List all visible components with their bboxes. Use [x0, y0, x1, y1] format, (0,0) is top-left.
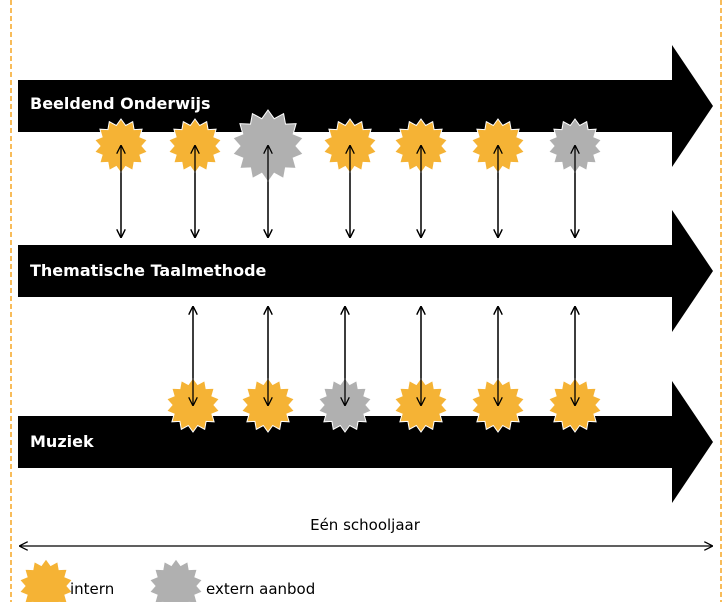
lane-arrow [18, 381, 713, 503]
lane-label: Muziek [30, 432, 94, 451]
legend-intern-label: intern [70, 580, 114, 598]
lane-label: Thematische Taalmethode [30, 261, 267, 280]
starburst-icon [18, 558, 74, 602]
intern-starburst-icon [18, 558, 74, 602]
lane-muziek: Muziek [18, 381, 713, 503]
lane-beeldend: Beeldend Onderwijs [18, 45, 713, 167]
lane-label: Beeldend Onderwijs [30, 94, 211, 113]
legend: intern extern aanbod [18, 558, 315, 602]
lane-arrow [18, 210, 713, 332]
extern-starburst-icon [148, 558, 204, 602]
timeline-label: Eén schooljaar [310, 516, 421, 534]
lane-taalmethode: Thematische Taalmethode [18, 210, 713, 332]
activity-markers [93, 109, 603, 433]
starburst-icon [148, 558, 204, 602]
lane-arrow [18, 45, 713, 167]
timeline: Eén schooljaar [20, 516, 712, 546]
legend-extern-label: extern aanbod [206, 580, 315, 598]
